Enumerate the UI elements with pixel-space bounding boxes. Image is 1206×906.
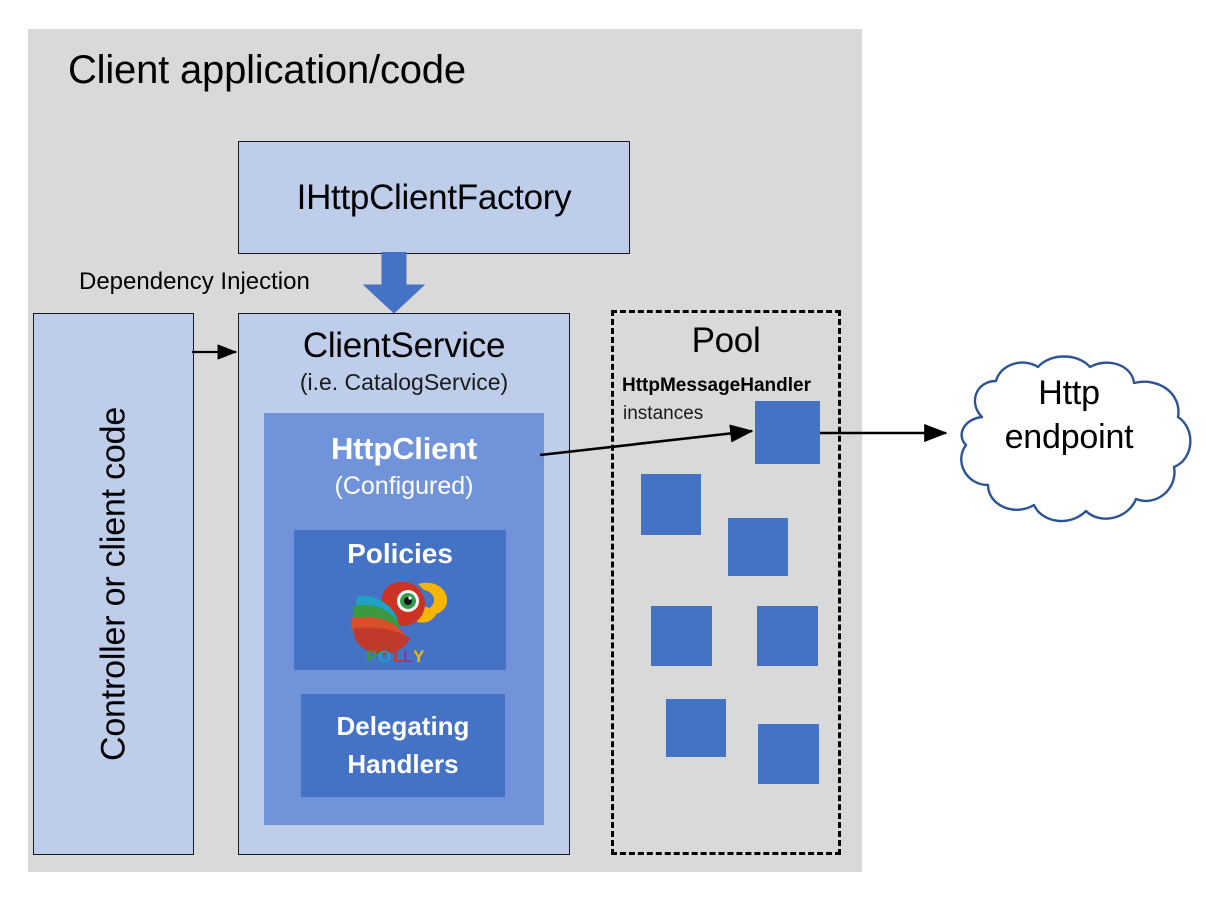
httpclient-title: HttpClient	[330, 431, 478, 466]
pool-title: Pool	[691, 321, 761, 360]
delegating-handlers-box: Delegating Handlers	[301, 694, 505, 797]
svg-text:O: O	[378, 647, 391, 664]
controller-or-client-code-label: Controller or client code	[94, 406, 132, 762]
pool-subtitle-bold: HttpMessageHandler	[622, 375, 811, 396]
handler-instance-square	[757, 606, 818, 666]
delegating-handlers-line-2: Handlers	[347, 748, 459, 779]
handler-instance-square	[666, 699, 726, 757]
pool-subtitle-normal: instances	[623, 403, 704, 424]
controller-or-client-code-box: Controller or client code	[33, 313, 194, 855]
handler-instance-square	[728, 518, 788, 576]
handler-instance-square	[651, 606, 712, 666]
http-endpoint-cloud-icon	[960, 355, 1192, 523]
clientservice-title: ClientService	[302, 326, 506, 365]
svg-text:L: L	[403, 647, 413, 664]
httpclient-subtitle: (Configured)	[334, 472, 474, 500]
svg-text:P: P	[366, 647, 377, 664]
clientservice-subtitle: (i.e. CatalogService)	[299, 369, 509, 395]
policies-title: Policies	[347, 538, 453, 569]
delegating-handlers-line-1: Delegating	[336, 710, 470, 741]
dependency-injection-label: Dependency Injection	[79, 268, 310, 295]
client-application-title: Client application/code	[68, 48, 466, 92]
polly-parrot-logo-icon: P O L L Y	[350, 581, 448, 664]
down-block-arrow-icon	[362, 252, 426, 314]
policies-box: Policies P O L L Y	[294, 530, 506, 670]
ihttpclientfactory-box: IHttpClientFactory	[238, 141, 630, 254]
svg-text:L: L	[393, 647, 403, 664]
ihttpclientfactory-label: IHttpClientFactory	[296, 177, 572, 217]
http-endpoint-line-2: endpoint	[1004, 417, 1134, 456]
handler-instance-square	[755, 401, 820, 464]
svg-text:Y: Y	[413, 647, 425, 664]
http-endpoint-line-1: Http	[1038, 374, 1100, 412]
pool-box: Pool HttpMessageHandler instances	[611, 310, 841, 855]
http-endpoint-label: Http endpoint	[958, 372, 1180, 459]
handler-instance-square	[641, 474, 701, 535]
handler-instance-square	[758, 724, 819, 784]
